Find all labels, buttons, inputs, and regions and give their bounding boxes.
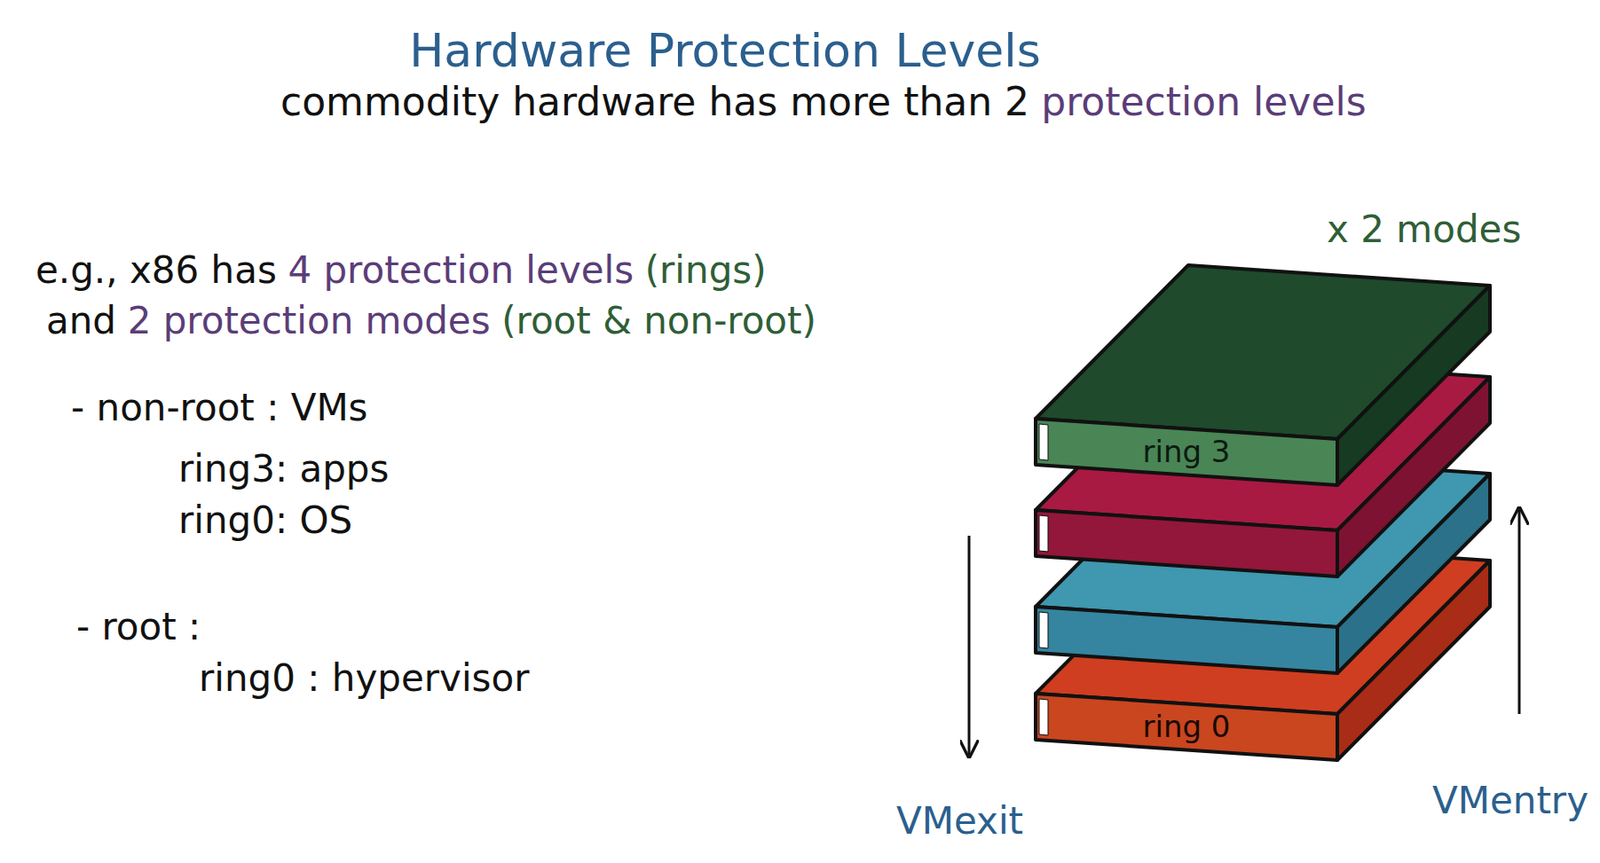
rings-row: e.g., x86 has4 protection levels(rings) — [35, 248, 767, 293]
note-term: 4 protection levels — [287, 248, 634, 293]
slab-tab — [1039, 612, 1049, 649]
note-term: 2 protection modes — [127, 299, 491, 344]
slab-tab — [1039, 699, 1049, 736]
modes-line-row: and2 protection modes(root & non-root) — [46, 299, 817, 344]
ring3-row: ring3: apps — [178, 447, 389, 492]
slab-front — [1035, 693, 1338, 761]
hypervisor-row: ring0 : hypervisor — [198, 656, 529, 702]
sub-bullet-text: ring0: OS — [178, 498, 353, 544]
arrow-label: VMexit — [896, 799, 1024, 844]
slab-front — [1035, 510, 1338, 577]
sub-bullet-text: ring0 : hypervisor — [198, 656, 529, 702]
title: Hardware Protection Levels — [409, 23, 1041, 79]
vmexit-row: VMexit — [896, 799, 1024, 844]
bullet-text: - non-root : VMs — [70, 386, 369, 431]
modes-row: x 2 modes — [1326, 207, 1522, 253]
note-text: e.g., x86 has — [35, 248, 277, 293]
slab-tab — [1039, 515, 1049, 552]
root-row: - root : — [76, 605, 201, 650]
subtitle-term: protection levels — [1040, 78, 1366, 127]
note-aside: (rings) — [645, 248, 767, 293]
ring-label: ring 0 — [1142, 709, 1231, 745]
ring-slab: ring 3 — [1135, 432, 1238, 472]
slab-side — [1337, 285, 1490, 486]
note-aside: (root & non-root) — [501, 299, 817, 344]
arrow-label: VMentry — [1432, 779, 1589, 824]
title-row: Hardware Protection Levels — [409, 23, 1041, 79]
vmentry-arrow — [1518, 510, 1522, 715]
ring0-os-row: ring0: OS — [178, 498, 353, 544]
subtitle-row: commodity hardware has more than 2protec… — [280, 78, 1367, 127]
note-text: and — [46, 299, 117, 344]
slab-tab — [1039, 424, 1049, 461]
slab-front — [1035, 606, 1338, 674]
slab-front — [1035, 418, 1338, 486]
ring-label: ring 3 — [1142, 433, 1231, 470]
ring-slab: ring 0 — [1135, 707, 1238, 747]
modes-note: x 2 modes — [1326, 207, 1522, 253]
sub-bullet-text: ring3: apps — [178, 447, 389, 492]
vmentry-row: VMentry — [1432, 779, 1589, 824]
nonroot-row: - non-root : VMs — [70, 386, 369, 431]
subtitle-text: commodity hardware has more than 2 — [280, 78, 1030, 127]
vmexit-arrow — [968, 535, 971, 756]
bullet-text: - root : — [76, 605, 201, 650]
